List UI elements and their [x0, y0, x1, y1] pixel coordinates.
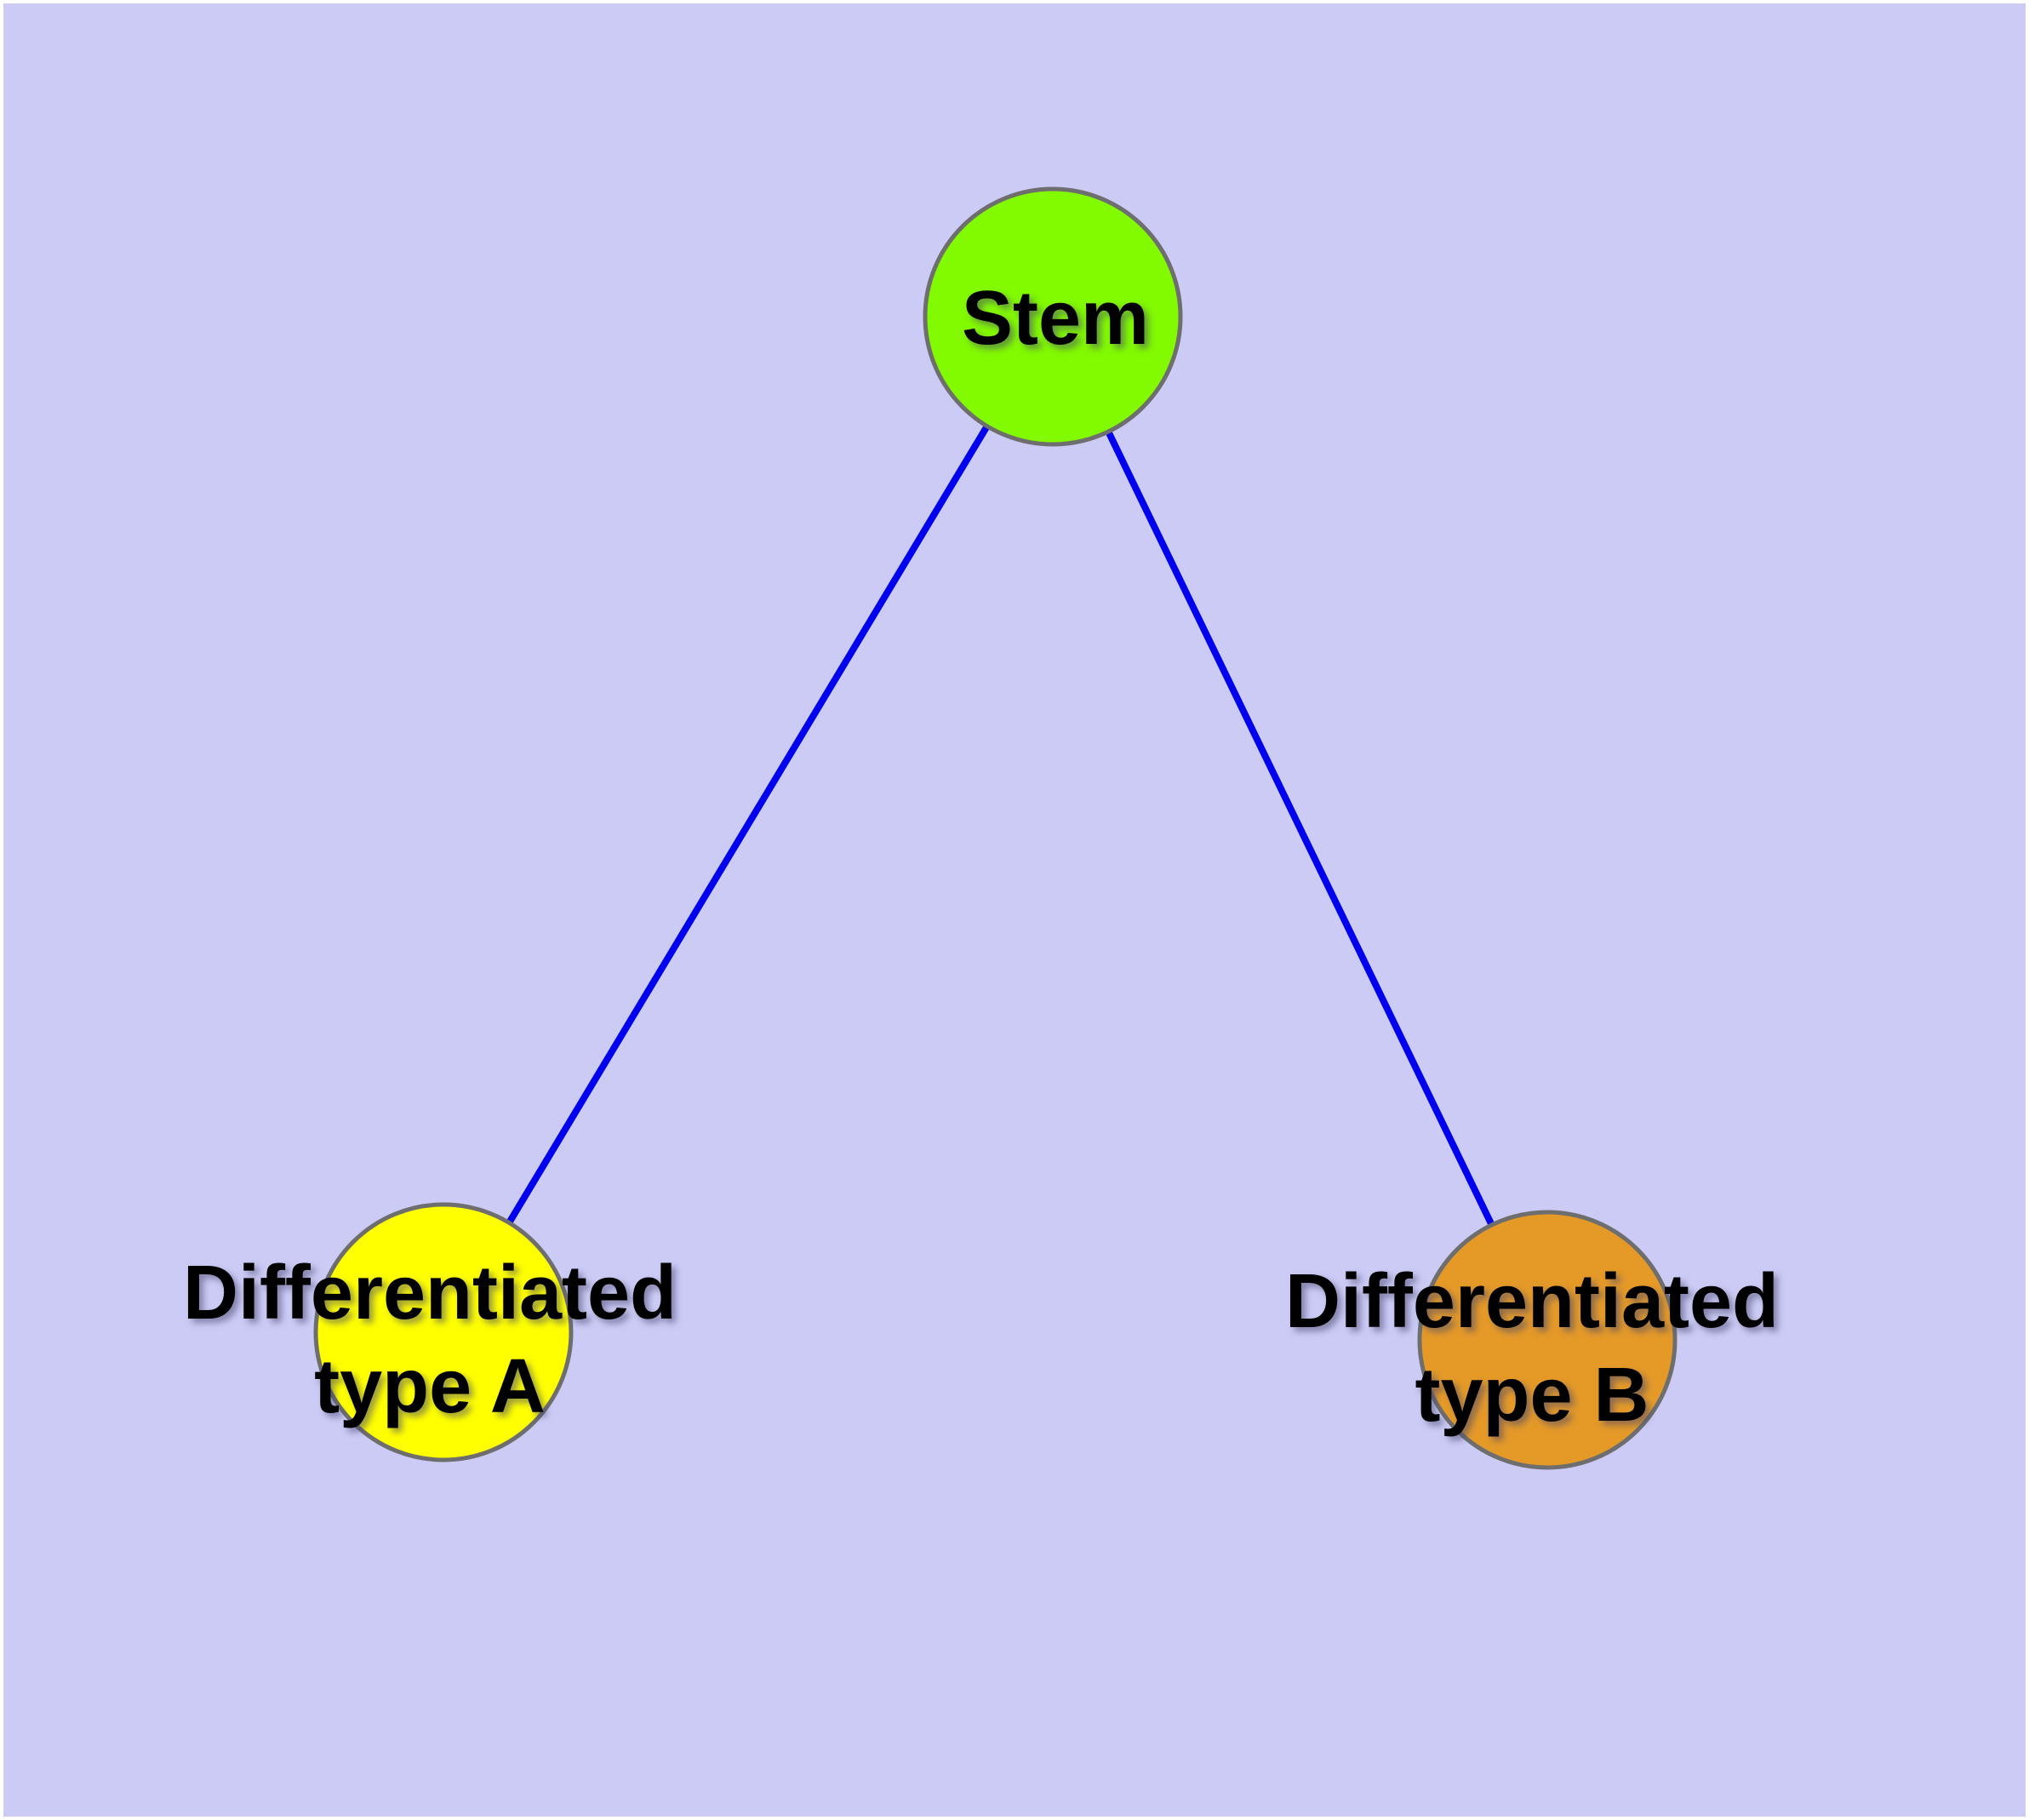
node-type-b-label-line2: type B	[1415, 1353, 1649, 1438]
edge-stem-to-type-b	[1049, 315, 1551, 1342]
node-type-b-label-line1: Differentiated	[1285, 1259, 1779, 1344]
node-stem	[923, 186, 1183, 447]
node-stem-label: Stem	[962, 276, 1149, 361]
edge-stem-to-type-a	[440, 314, 1056, 1335]
node-differentiated-type-a	[313, 1202, 574, 1462]
node-type-a-label-line1: Differentiated	[183, 1251, 677, 1336]
node-differentiated-type-b	[1417, 1210, 1677, 1470]
node-type-a-label-line2: type A	[314, 1344, 546, 1429]
